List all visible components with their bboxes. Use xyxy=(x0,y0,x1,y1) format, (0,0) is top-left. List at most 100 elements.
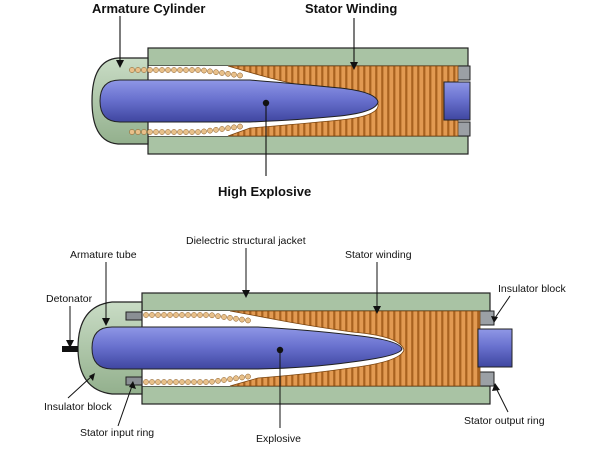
label-insulator-block-left: Insulator block xyxy=(44,401,112,413)
stator-input-ring-arrow xyxy=(129,381,136,389)
armature-tube-arrow xyxy=(102,318,110,326)
insulator-block-left-arrow xyxy=(89,373,95,381)
label-stator-input-ring: Stator input ring xyxy=(80,427,154,439)
coil-bead xyxy=(165,129,171,135)
coil-bead xyxy=(149,379,155,385)
coil-bead xyxy=(221,314,227,320)
coil-bead xyxy=(135,67,141,73)
coil-bead xyxy=(203,312,209,318)
coil-bead xyxy=(173,379,179,385)
coil-bead xyxy=(173,312,179,318)
coil-bead xyxy=(245,317,251,324)
coil-bead xyxy=(239,374,245,381)
coil-bead xyxy=(213,126,219,133)
coil-bead xyxy=(209,312,215,319)
top-armature-arrow xyxy=(116,60,124,68)
bottom-jacket-upper xyxy=(141,292,491,312)
coil-bead xyxy=(189,129,195,135)
stator-winding-arrow xyxy=(373,306,381,314)
coil-bead xyxy=(155,379,161,385)
top-label-stator: Stator Winding xyxy=(305,1,397,16)
top-generator: Armature Cylinder Stator Winding High Ex… xyxy=(91,1,471,199)
coil-bead xyxy=(149,312,155,318)
bottom-coil-beads xyxy=(143,312,251,385)
coil-bead xyxy=(215,313,221,319)
coil-bead xyxy=(227,315,233,321)
bottom-armature-tube xyxy=(91,326,403,370)
coil-bead xyxy=(153,67,159,73)
coil-bead xyxy=(177,129,183,135)
insulator-block-left-leader xyxy=(67,375,93,399)
detonator-arrow xyxy=(66,340,74,348)
coil-bead xyxy=(167,379,173,385)
coil-bead xyxy=(183,129,189,135)
label-explosive: Explosive xyxy=(256,433,301,445)
coil-bead xyxy=(231,71,237,78)
coil-bead xyxy=(191,379,197,385)
coil-bead xyxy=(147,67,153,73)
label-jacket: Dielectric structural jacket xyxy=(186,235,306,247)
coil-bead xyxy=(153,129,159,135)
coil-bead xyxy=(221,377,227,383)
coil-bead xyxy=(195,129,201,135)
coil-bead xyxy=(203,379,209,385)
coil-bead xyxy=(213,69,219,76)
coil-bead xyxy=(177,67,183,73)
insulator-block-right-arrow xyxy=(491,316,498,323)
coil-bead xyxy=(167,312,173,318)
coil-bead xyxy=(227,376,233,382)
coil-bead xyxy=(239,316,245,323)
label-insulator-block-right: Insulator block xyxy=(498,283,566,295)
coil-bead xyxy=(179,312,185,318)
coil-bead xyxy=(237,123,243,130)
coil-bead xyxy=(219,126,225,132)
bottom-explosive-center-dot xyxy=(276,346,284,354)
coil-bead xyxy=(225,70,231,77)
stator-output-ring-leader xyxy=(495,387,509,413)
coil-bead xyxy=(179,379,185,385)
label-stator-winding: Stator winding xyxy=(345,249,412,261)
top-jacket-upper xyxy=(147,47,469,67)
coil-bead xyxy=(215,378,221,384)
top-label-armature: Armature Cylinder xyxy=(92,1,205,16)
bottom-jacket-lower xyxy=(141,385,491,405)
coil-bead xyxy=(245,373,251,380)
coil-bead xyxy=(183,67,189,73)
top-label-explosive: High Explosive xyxy=(218,184,311,199)
top-explosive-center-dot xyxy=(262,99,270,107)
coil-bead xyxy=(171,67,177,73)
coil-bead xyxy=(165,67,171,73)
top-coil-beads xyxy=(129,67,243,135)
coil-bead xyxy=(141,129,147,135)
top-armature-tail xyxy=(443,81,471,121)
coil-bead xyxy=(191,312,197,318)
coil-bead xyxy=(129,129,135,135)
coil-bead xyxy=(161,379,167,385)
top-stator-arrow xyxy=(350,62,358,70)
coil-bead xyxy=(185,312,191,318)
stator-input-ring-leader xyxy=(117,385,133,427)
coil-bead xyxy=(129,67,135,73)
insulator-block-right-leader xyxy=(494,295,511,319)
label-stator-output-ring: Stator output ring xyxy=(464,415,545,427)
coil-bead xyxy=(189,67,195,73)
coil-bead xyxy=(233,315,239,322)
coil-bead xyxy=(159,129,165,135)
coil-bead xyxy=(155,312,161,318)
coil-bead xyxy=(195,67,201,73)
coil-bead xyxy=(143,312,149,318)
stator-output-ring-arrow xyxy=(492,383,500,391)
coil-bead xyxy=(141,67,147,73)
coil-bead xyxy=(147,129,153,135)
coil-bead xyxy=(225,125,231,132)
jacket-arrow xyxy=(242,290,250,298)
coil-bead xyxy=(197,379,203,385)
bottom-generator: Armature tube Dielectric structural jack… xyxy=(44,235,566,445)
coil-bead xyxy=(207,68,213,75)
coil-bead xyxy=(233,375,239,382)
bottom-input-ring-upper xyxy=(125,311,143,321)
coil-bead xyxy=(159,67,165,73)
coil-bead xyxy=(231,124,237,131)
detonator xyxy=(62,346,78,352)
